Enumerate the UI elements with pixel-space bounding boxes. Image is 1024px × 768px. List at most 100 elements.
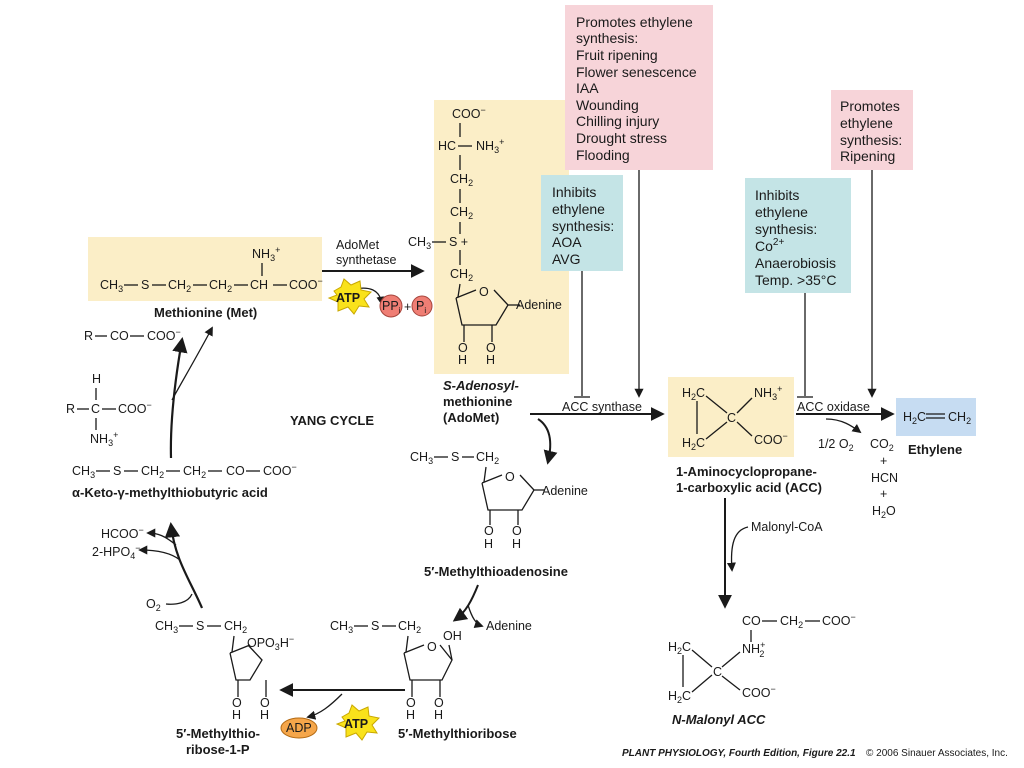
svg-text:NH3+: NH3+ bbox=[90, 430, 118, 448]
o2-input bbox=[165, 593, 193, 605]
transamination-arrow bbox=[171, 326, 213, 401]
adp-badge: ADP bbox=[280, 717, 318, 739]
svg-text:NH+2: NH+2 bbox=[742, 640, 765, 659]
atp-badge: ATP bbox=[327, 278, 373, 315]
svg-text:CH3: CH3 bbox=[408, 235, 431, 251]
svg-text:+: + bbox=[880, 454, 887, 468]
svg-text:H: H bbox=[458, 353, 467, 367]
promote1-line: Promotes ethylene bbox=[576, 14, 693, 30]
svg-text:CO: CO bbox=[110, 329, 129, 343]
svg-text:CH2: CH2 bbox=[450, 172, 473, 188]
svg-text:CH2: CH2 bbox=[224, 619, 247, 635]
svg-text:HC: HC bbox=[438, 139, 456, 153]
adomet-label: (AdoMet) bbox=[443, 410, 499, 425]
svg-text:H: H bbox=[484, 537, 493, 551]
acc-label: 1-Aminocyclopropane- bbox=[676, 464, 817, 479]
svg-text:S: S bbox=[371, 619, 379, 633]
mtrp-to-keto-arrow bbox=[164, 521, 204, 609]
methionine-box bbox=[88, 237, 322, 301]
svg-text:ADP: ADP bbox=[286, 721, 312, 735]
mtr-label: 5′-Methylthioribose bbox=[398, 726, 517, 741]
svg-text:HCN: HCN bbox=[871, 471, 898, 485]
svg-text:COO−: COO− bbox=[118, 400, 152, 416]
svg-text:COO−: COO− bbox=[754, 431, 788, 447]
pi-badge: Pi bbox=[411, 295, 433, 317]
svg-text:O: O bbox=[427, 640, 437, 654]
svg-text:Malonyl-CoA: Malonyl-CoA bbox=[751, 520, 823, 534]
svg-text:Adenine: Adenine bbox=[516, 298, 562, 312]
promote1-line: Chilling injury bbox=[576, 113, 659, 129]
inhibit2-line: Inhibits bbox=[755, 187, 799, 203]
svg-text:H2C: H2C bbox=[682, 436, 705, 452]
svg-text:O: O bbox=[232, 696, 242, 710]
svg-text:CH3: CH3 bbox=[155, 619, 178, 635]
mta-structure: CH3 S CH2 O Adenine O O H H bbox=[410, 450, 588, 551]
promote2-line: ethylene bbox=[840, 115, 893, 131]
inhibit1-line: AVG bbox=[552, 251, 581, 267]
ethylene-label: Ethylene bbox=[908, 442, 962, 457]
svg-text:PPi: PPi bbox=[382, 299, 401, 315]
inhibit2-line: Co2+ bbox=[755, 237, 784, 254]
amino-donor: H R C COO− NH3+ bbox=[66, 372, 152, 448]
promote1-line: IAA bbox=[576, 80, 599, 96]
svg-text:COO−: COO− bbox=[263, 462, 297, 478]
svg-text:O: O bbox=[260, 696, 270, 710]
mta-label: 5′-Methylthioadenosine bbox=[424, 564, 568, 579]
keto-label: α-Keto-γ-methylthiobutyric acid bbox=[72, 485, 268, 500]
svg-text:CH: CH bbox=[250, 278, 268, 292]
adomet-label: methionine bbox=[443, 394, 512, 409]
promote1-line: synthesis: bbox=[576, 30, 638, 46]
svg-text:CO: CO bbox=[742, 614, 761, 628]
inhibit1-line: AOA bbox=[552, 234, 582, 250]
svg-text:C: C bbox=[727, 411, 736, 425]
inhibit2-line: Temp. >35°C bbox=[755, 272, 836, 288]
svg-text:S +: S + bbox=[449, 235, 468, 249]
methionine-label: Methionine (Met) bbox=[154, 305, 257, 320]
enzyme-label: AdoMet bbox=[336, 238, 380, 252]
svg-text:HCOO−: HCOO− bbox=[101, 525, 144, 541]
svg-text:CO: CO bbox=[226, 464, 245, 478]
svg-text:ATP: ATP bbox=[344, 717, 368, 731]
svg-text:O: O bbox=[484, 524, 494, 538]
svg-text:CH3: CH3 bbox=[410, 450, 433, 466]
svg-text:CH2: CH2 bbox=[141, 464, 164, 480]
svg-text:CH2: CH2 bbox=[948, 410, 971, 426]
svg-text:CH2: CH2 bbox=[450, 267, 473, 283]
inhibit-box-1: Inhibits ethylene synthesis: AOA AVG bbox=[541, 175, 623, 271]
svg-text:ATP: ATP bbox=[336, 291, 360, 305]
svg-text:H2C: H2C bbox=[668, 689, 691, 705]
malonyl-coa-arrow bbox=[726, 526, 749, 572]
svg-text:H: H bbox=[486, 353, 495, 367]
enzyme-label: synthetase bbox=[336, 253, 397, 267]
inhibit2-line: synthesis: bbox=[755, 221, 817, 237]
svg-text:S: S bbox=[196, 619, 204, 633]
ppi-badge: PPi bbox=[379, 294, 403, 318]
svg-text:CH3: CH3 bbox=[72, 464, 95, 480]
svg-text:CO2: CO2 bbox=[870, 437, 894, 453]
svg-text:OH: OH bbox=[443, 629, 462, 643]
inhibit-box-2: Inhibits ethylene synthesis: Co2+ Anaero… bbox=[745, 178, 851, 293]
svg-text:COO−: COO− bbox=[452, 105, 486, 121]
mtr-structure: CH3 S CH2 O OH O O H H bbox=[330, 619, 462, 722]
figure-source: PLANT PHYSIOLOGY, Fourth Edition, Figure… bbox=[622, 748, 856, 759]
svg-text:COO−: COO− bbox=[822, 612, 856, 628]
svg-text:O: O bbox=[434, 696, 444, 710]
svg-text:CH3: CH3 bbox=[330, 619, 353, 635]
ethylene-box bbox=[896, 398, 976, 436]
svg-text:S: S bbox=[141, 278, 149, 292]
mta-release-arrow bbox=[537, 418, 558, 465]
atp-badge: ATP bbox=[335, 704, 381, 741]
keto-to-met-arrow bbox=[169, 336, 188, 459]
svg-text:O: O bbox=[512, 524, 522, 538]
acc-label: 1-carboxylic acid (ACC) bbox=[676, 480, 822, 495]
inhibit1-line: Inhibits bbox=[552, 184, 596, 200]
svg-text:O: O bbox=[505, 470, 515, 484]
adp-release-arrow bbox=[306, 693, 343, 720]
svg-text:S: S bbox=[451, 450, 459, 464]
svg-text:Adenine: Adenine bbox=[486, 619, 532, 633]
svg-text:C: C bbox=[91, 402, 100, 416]
svg-text:CH2: CH2 bbox=[398, 619, 421, 635]
svg-text:CH2: CH2 bbox=[450, 205, 473, 221]
mtrp-structure: CH3 S CH2 OPO3H− O O H H bbox=[155, 619, 294, 722]
adomet-label: S-Adenosyl- bbox=[443, 378, 519, 393]
